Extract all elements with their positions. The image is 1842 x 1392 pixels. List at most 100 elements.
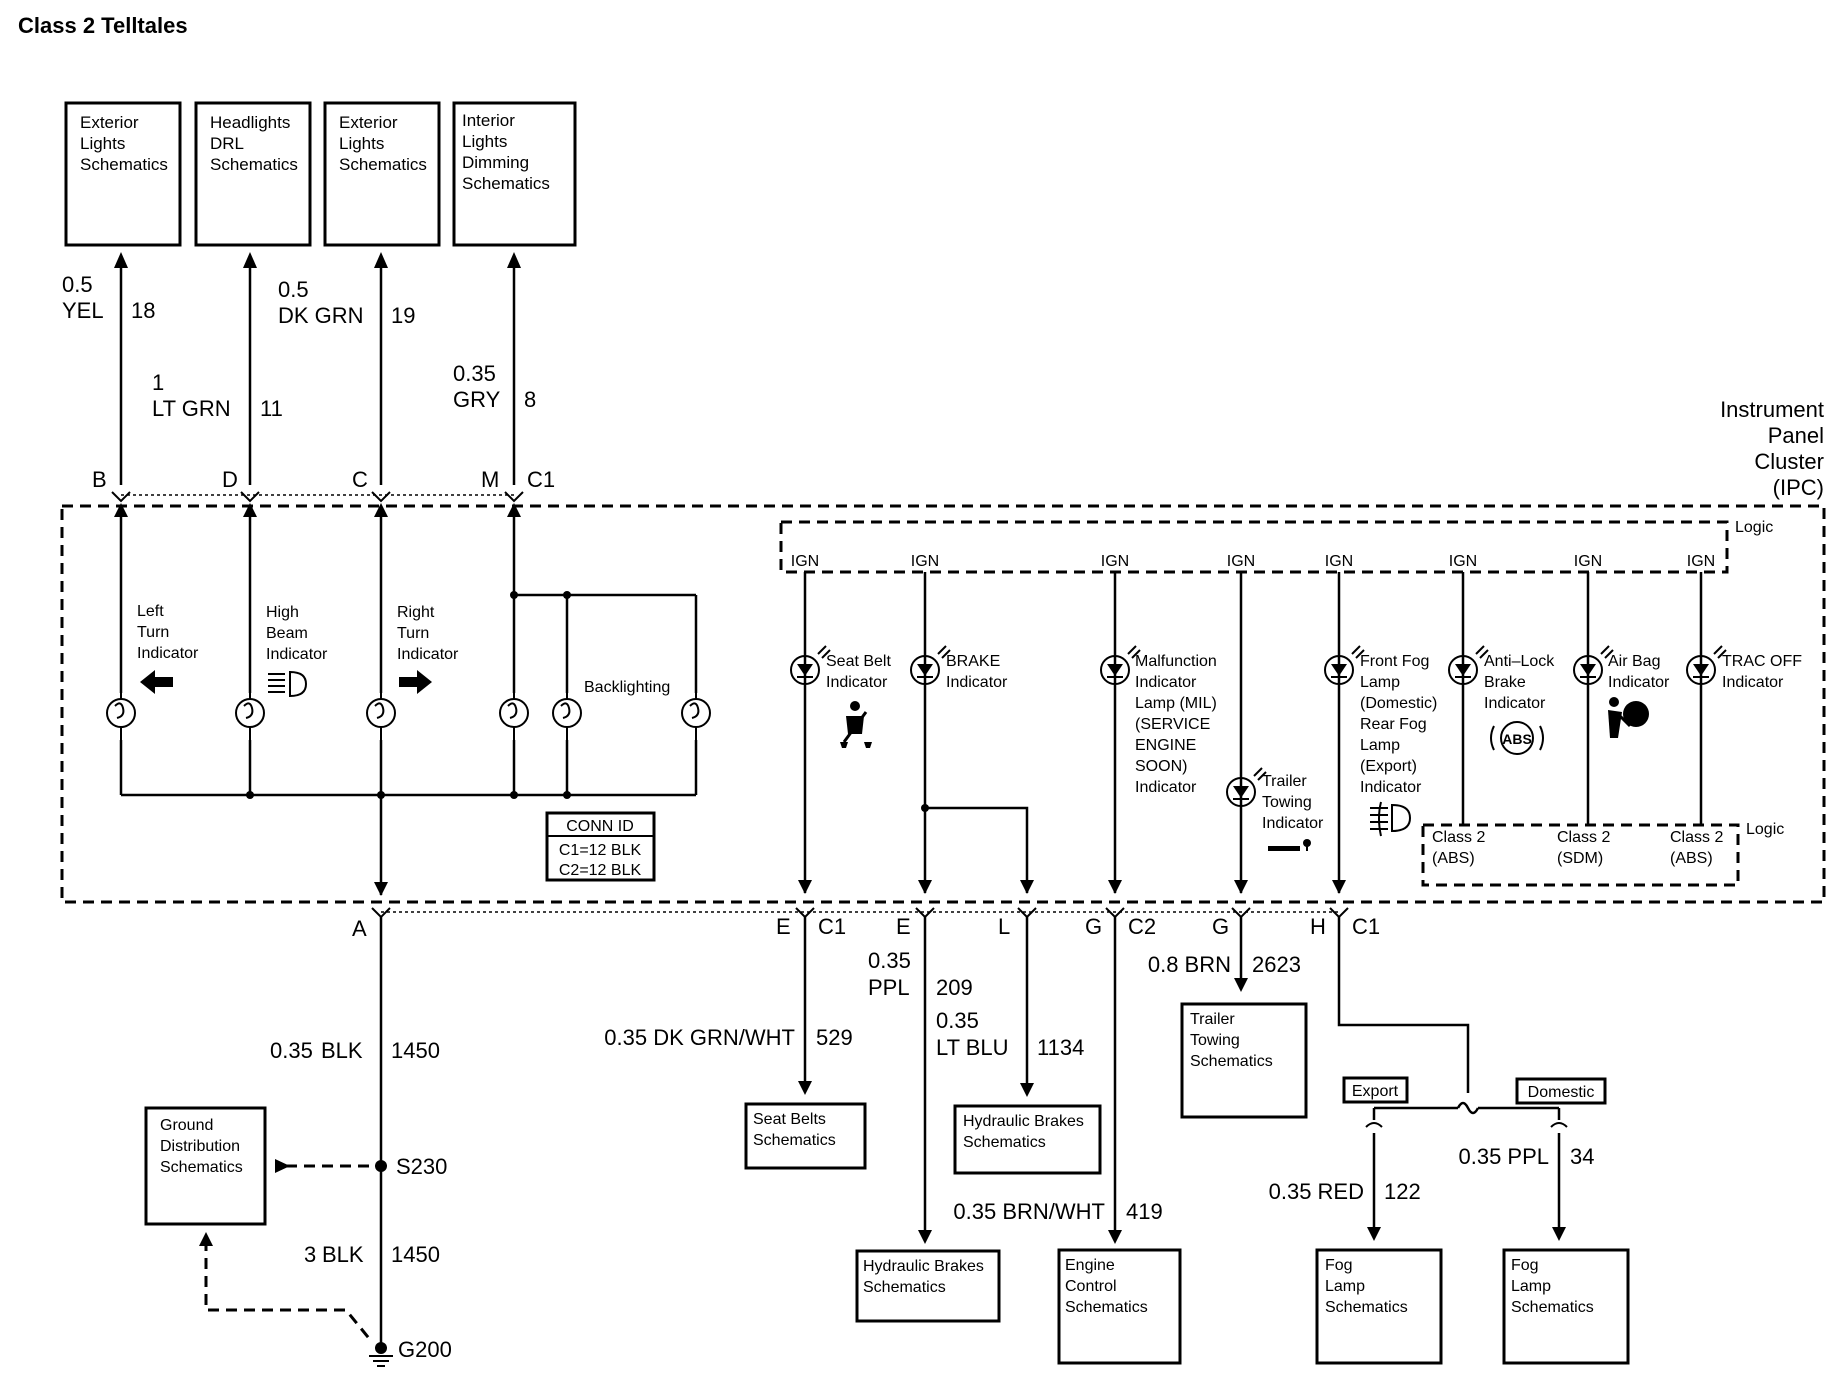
- box-trailer-towing: Trailer Towing Schematics: [1180, 1002, 1308, 1119]
- svg-text:209: 209: [936, 975, 973, 1000]
- svg-text:Class 2: Class 2: [1432, 829, 1485, 846]
- svg-text:Trailer: Trailer: [1262, 773, 1307, 790]
- svg-text:C2=12 BLK: C2=12 BLK: [559, 862, 642, 879]
- svg-text:18: 18: [131, 298, 155, 323]
- bulb-backlight-3: [681, 693, 711, 740]
- svg-text:11: 11: [260, 396, 283, 421]
- svg-text:0.35: 0.35: [868, 948, 911, 973]
- top-box-interior-dimming: Interior Lights Dimming Schematics: [452, 101, 577, 247]
- svg-text:1: 1: [152, 370, 164, 395]
- ground-g200: G200: [199, 1232, 452, 1367]
- logic-box-class2: Logic Class 2 (ABS) Class 2 (SDM) Class …: [1421, 821, 1784, 887]
- trailer-hitch-icon: [1268, 839, 1311, 851]
- wire-label-1450-b: 3 BLK 1450: [304, 1242, 440, 1267]
- svg-text:IGN: IGN: [1687, 553, 1715, 570]
- svg-text:Cluster: Cluster: [1754, 449, 1824, 474]
- svg-text:D: D: [222, 467, 238, 492]
- svg-text:Logic: Logic: [1746, 821, 1784, 838]
- wire-label-11: 1 LT GRN 11: [152, 370, 283, 421]
- top-wires: [114, 252, 521, 485]
- svg-text:34: 34: [1570, 1144, 1594, 1169]
- svg-text:C: C: [352, 467, 368, 492]
- wire-label-2623: 0.8 BRN 2623: [1148, 952, 1301, 977]
- svg-text:0.35: 0.35: [453, 361, 496, 386]
- svg-text:SOON): SOON): [1135, 758, 1187, 775]
- svg-text:Engine: Engine: [1065, 1257, 1115, 1274]
- svg-text:IGN: IGN: [1574, 553, 1602, 570]
- svg-text:Lights: Lights: [339, 134, 384, 153]
- right-indicator-circuits: [790, 572, 1727, 894]
- svg-text:1134: 1134: [1037, 1035, 1084, 1060]
- svg-text:Schematics: Schematics: [80, 155, 168, 174]
- label-airbag: Air Bag Indicator: [1608, 653, 1670, 738]
- conn-id-box: CONN ID C1=12 BLK C2=12 BLK: [545, 811, 656, 882]
- svg-text:C1: C1: [1352, 914, 1380, 939]
- svg-text:Lamp: Lamp: [1511, 1278, 1551, 1295]
- wire-label-8: 0.35 GRY 8: [453, 361, 536, 412]
- svg-text:529: 529: [816, 1025, 853, 1050]
- ign-labels: IGN IGN IGN IGN IGN IGN IGN IGN: [791, 553, 1715, 570]
- left-arrow-icon: [140, 670, 173, 694]
- label-backlighting: Backlighting: [584, 679, 670, 696]
- svg-text:Fog: Fog: [1511, 1257, 1539, 1274]
- svg-text:(ABS): (ABS): [1670, 850, 1713, 867]
- svg-text:Rear Fog: Rear Fog: [1360, 716, 1427, 733]
- svg-text:GRY: GRY: [453, 387, 501, 412]
- svg-text:CONN ID: CONN ID: [566, 818, 634, 835]
- box-hydraulic-brakes-1: Hydraulic Brakes Schematics: [953, 1104, 1102, 1175]
- led-abs: [1448, 645, 1489, 685]
- svg-text:Panel: Panel: [1768, 423, 1824, 448]
- svg-text:Towing: Towing: [1190, 1032, 1240, 1049]
- diagram-title: Class 2 Telltales: [18, 13, 188, 38]
- svg-text:TRAC OFF: TRAC OFF: [1722, 653, 1802, 670]
- svg-text:Indicator: Indicator: [1262, 815, 1324, 832]
- svg-text:ABS: ABS: [1502, 731, 1532, 747]
- top-box-exterior-lights-1: Exterior Lights Schematics: [64, 101, 182, 247]
- svg-text:C1: C1: [818, 914, 846, 939]
- top-connector-c1: B D C M C1: [92, 467, 555, 503]
- domestic-tag: Domestic: [1515, 1077, 1607, 1105]
- wire-label-19: 0.5 DK GRN 19: [278, 277, 415, 328]
- svg-text:Exterior: Exterior: [80, 113, 139, 132]
- svg-text:0.35 RED: 0.35 RED: [1269, 1179, 1364, 1204]
- bulb-backlight-2: [552, 693, 582, 740]
- led-mil: [1100, 645, 1141, 685]
- svg-text:LT GRN: LT GRN: [152, 396, 231, 421]
- right-arrow-icon: [399, 670, 432, 694]
- svg-text:Logic: Logic: [1735, 519, 1773, 536]
- box-fog-lamp-1: Fog Lamp Schematics: [1315, 1248, 1443, 1365]
- svg-text:0.5: 0.5: [278, 277, 309, 302]
- led-trailer: [1226, 767, 1267, 807]
- label-trac-off: TRAC OFF Indicator: [1722, 653, 1802, 691]
- svg-text:(Export): (Export): [1360, 758, 1417, 775]
- svg-text:19: 19: [391, 303, 415, 328]
- svg-text:DK GRN: DK GRN: [278, 303, 364, 328]
- label-seat-belt: Seat Belt Indicator: [826, 653, 891, 748]
- led-seat-belt: [790, 645, 831, 685]
- svg-text:High: High: [266, 604, 299, 621]
- svg-text:B: B: [92, 467, 107, 492]
- svg-text:122: 122: [1384, 1179, 1421, 1204]
- svg-text:E: E: [776, 914, 791, 939]
- svg-text:Seat Belts: Seat Belts: [753, 1111, 826, 1128]
- svg-text:Right: Right: [397, 604, 435, 621]
- svg-text:DRL: DRL: [210, 134, 244, 153]
- svg-text:Hydraulic Brakes: Hydraulic Brakes: [863, 1258, 984, 1275]
- left-lamp-circuits: [106, 503, 711, 896]
- box-fog-lamp-2: Fog Lamp Schematics: [1502, 1248, 1630, 1365]
- label-trailer: Trailer Towing Indicator: [1262, 773, 1324, 851]
- svg-text:IGN: IGN: [791, 553, 819, 570]
- svg-text:Headlights: Headlights: [210, 113, 290, 132]
- bottom-wires: [375, 917, 1568, 1348]
- svg-text:Instrument: Instrument: [1720, 397, 1824, 422]
- bulb-right-turn: [366, 693, 396, 740]
- led-airbag: [1573, 645, 1614, 685]
- svg-text:Schematics: Schematics: [160, 1159, 243, 1176]
- svg-text:ENGINE: ENGINE: [1135, 737, 1196, 754]
- svg-text:Fog: Fog: [1325, 1257, 1353, 1274]
- svg-text:E: E: [896, 914, 911, 939]
- svg-text:(SERVICE: (SERVICE: [1135, 716, 1210, 733]
- svg-text:Schematics: Schematics: [753, 1132, 836, 1149]
- svg-text:Interior: Interior: [462, 111, 515, 130]
- label-left-turn: Left Turn Indicator: [137, 603, 199, 694]
